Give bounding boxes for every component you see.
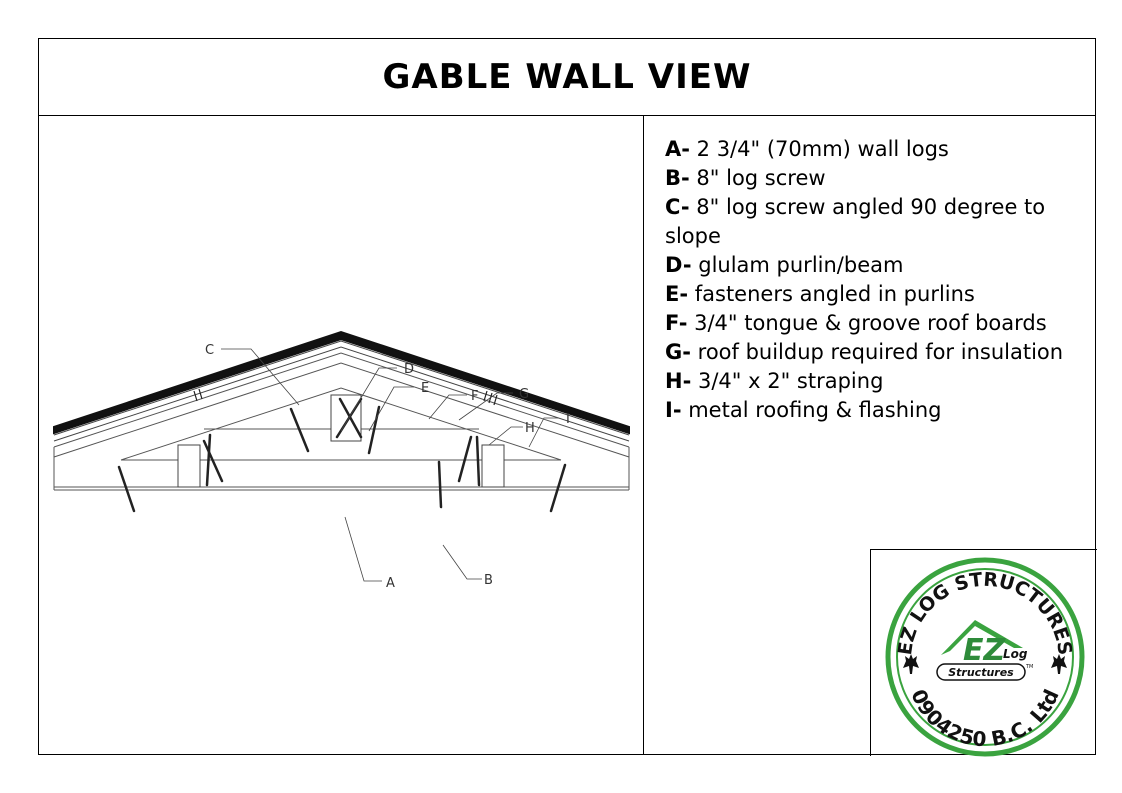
page-title: GABLE WALL VIEW [382,57,752,97]
callout-labels: C D E F G H I A B [205,343,570,591]
component-legend: A- 2 3/4" (70mm) wall logs B- 8" log scr… [665,135,1085,425]
title-block: GABLE WALL VIEW [39,39,1095,116]
legend-item-c: C- 8" log screw angled 90 degree to slop… [665,195,1046,248]
seal-inner-ring [896,568,1074,746]
callout-i: I [566,412,570,427]
legend-item-h: H- 3/4" x 2" straping [665,369,884,393]
legend-item-f: F- 3/4" tongue & groove roof boards [665,311,1047,335]
seal-outer-ring [885,557,1085,757]
gable-wall-diagram: C D E F G H I A B [53,330,630,591]
callout-leaders [221,348,559,582]
callout-e: E [421,381,429,396]
glulam-purlins [177,394,505,488]
seal-bottom-text: 0904250 B.C. Ltd [906,686,1063,752]
legend-item-b: B- 8" log screw [665,166,826,190]
ez-log-mark: EZ Log Structures TM [936,620,1033,681]
ez-log-word: Log [1003,647,1028,661]
ez-structures-word: Structures [948,666,1014,679]
callout-a: A [386,576,395,591]
maple-leaf-icon [903,654,919,674]
ez-tm: TM [1025,664,1033,670]
callout-f: F [471,389,478,404]
legend-item-i: I- metal roofing & flashing [665,398,942,422]
company-seal-logo: EZ LOG STRUCTURES 0904250 B.C. Ltd EZ Lo… [885,557,1085,757]
log-screws [117,397,567,513]
legend-item-g: G- roof buildup required for insulation [665,340,1064,364]
gable-wall-drawing: C D E F G H I A B [39,115,644,755]
callout-c: C [205,343,214,358]
callout-b: B [484,573,493,588]
callout-h: H [525,421,535,436]
roof-buildup [53,340,630,442]
metal-roofing [53,330,630,435]
drawing-sheet: GABLE WALL VIEW [38,38,1097,757]
callout-d: D [404,362,414,377]
callout-g: G [519,387,529,402]
legend-item-e: E- fasteners angled in purlins [665,282,975,306]
legend-item-a: A- 2 3/4" (70mm) wall logs [665,137,949,161]
ez-letters: EZ [963,633,1006,668]
legend-item-d: D- glulam purlin/beam [665,253,904,277]
maple-leaf-icon [1051,654,1067,674]
company-logo-block: EZ LOG STRUCTURES 0904250 B.C. Ltd EZ Lo… [870,549,1097,757]
